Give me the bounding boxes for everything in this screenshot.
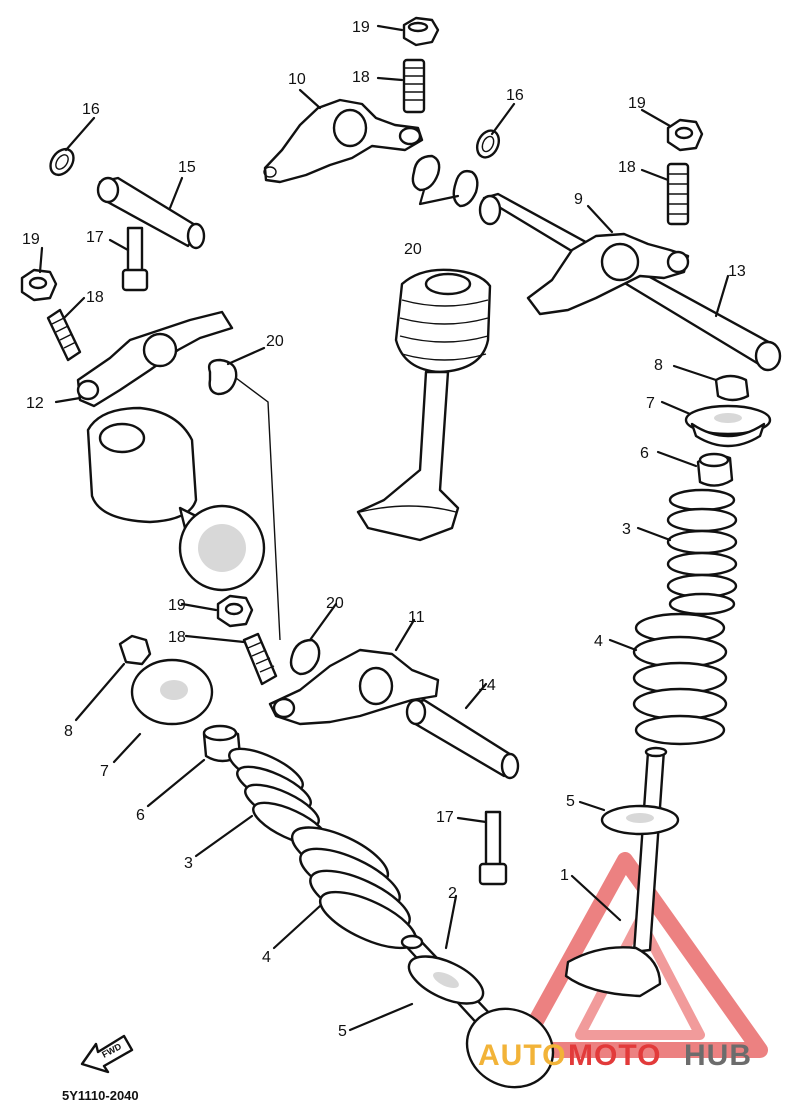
leader-lines bbox=[38, 24, 730, 1032]
spring-3-right bbox=[666, 488, 738, 616]
watermark-word-3: HUB bbox=[684, 1039, 752, 1072]
callout-3-right: 3 bbox=[622, 521, 631, 538]
callout-17-left: 17 bbox=[86, 229, 104, 246]
callout-5-lower: 5 bbox=[338, 1023, 347, 1040]
valve-2-lower bbox=[400, 934, 555, 1089]
callout-13: 13 bbox=[728, 263, 746, 280]
callout-18-right: 18 bbox=[618, 159, 636, 176]
callout-2: 2 bbox=[448, 885, 457, 902]
stud-18-right bbox=[666, 162, 690, 226]
callout-16-left: 16 bbox=[82, 101, 100, 118]
callout-11: 11 bbox=[408, 609, 425, 626]
callout-4-right: 4 bbox=[594, 633, 603, 650]
callout-7-right: 7 bbox=[646, 395, 655, 412]
callout-6-lower: 6 bbox=[136, 807, 145, 824]
callout-16-right: 16 bbox=[506, 87, 524, 104]
callout-20-middle: 20 bbox=[266, 333, 284, 350]
callout-8-right: 8 bbox=[654, 357, 663, 374]
retainer-8-lower bbox=[118, 634, 152, 666]
callout-9: 9 bbox=[574, 191, 583, 208]
callout-8-lower: 8 bbox=[64, 723, 73, 740]
callout-6-right: 6 bbox=[640, 445, 649, 462]
callout-19-left: 19 bbox=[22, 231, 40, 248]
bolt-17-left bbox=[121, 226, 149, 292]
clip-20-middle-left bbox=[207, 358, 238, 396]
seal-6-lower bbox=[202, 724, 242, 763]
callout-19-right: 19 bbox=[628, 95, 646, 112]
callout-1: 1 bbox=[560, 867, 569, 884]
retainer-7-lower bbox=[130, 658, 214, 726]
seal-6-right bbox=[696, 452, 734, 487]
stud-18-left bbox=[46, 308, 82, 362]
rocker-shaft-15 bbox=[96, 176, 206, 250]
guide-line-20 bbox=[235, 377, 281, 641]
spring-4-lower bbox=[290, 826, 418, 950]
callout-12: 12 bbox=[26, 395, 44, 412]
callout-18-top: 18 bbox=[352, 69, 370, 86]
top-nut-19 bbox=[402, 16, 440, 47]
callout-14: 14 bbox=[478, 677, 496, 694]
rocker-arm-12 bbox=[76, 310, 234, 408]
nut-19-left bbox=[20, 268, 58, 302]
callout-10: 10 bbox=[288, 71, 306, 88]
watermark-word-1: AUTO bbox=[478, 1039, 566, 1072]
nut-19-right bbox=[666, 118, 704, 152]
valve-head-left bbox=[86, 406, 266, 592]
callout-19-lower: 19 bbox=[168, 597, 186, 614]
callout-17-lower: 17 bbox=[436, 809, 454, 826]
callout-19-top: 19 bbox=[352, 19, 370, 36]
watermark-triangle-outer bbox=[512, 852, 768, 1058]
callout-15: 15 bbox=[178, 159, 196, 176]
oil-seal-16-right bbox=[475, 129, 501, 159]
rocker-shaft-14 bbox=[405, 698, 520, 780]
bolt-17-lower bbox=[478, 810, 508, 886]
diagram-code: 5Y1110-2040 bbox=[62, 1088, 139, 1103]
center-valve bbox=[356, 268, 492, 542]
callout-20-top: 20 bbox=[404, 241, 422, 258]
callout-4-lower: 4 bbox=[262, 949, 271, 966]
callout-18-left: 18 bbox=[86, 289, 104, 306]
clips-20-top bbox=[411, 154, 479, 208]
callout-20-lower: 20 bbox=[326, 595, 344, 612]
callout-18-lower: 18 bbox=[168, 629, 186, 646]
callout-7-lower: 7 bbox=[100, 763, 109, 780]
spring-4-right bbox=[632, 612, 728, 746]
watermark-text: AUTO MOTO HUB bbox=[478, 1039, 752, 1072]
retainer-8-right bbox=[714, 374, 750, 402]
top-stud-18 bbox=[402, 58, 426, 114]
rocker-arm-11 bbox=[268, 648, 440, 726]
nut-19-lower bbox=[216, 594, 254, 628]
watermark-word-2: MOTO bbox=[568, 1039, 661, 1072]
valve-1-right bbox=[564, 746, 680, 998]
rocker-arm-9 bbox=[526, 232, 690, 316]
callout-5-right: 5 bbox=[566, 793, 575, 810]
oil-seal-16-left bbox=[49, 147, 75, 177]
forward-arrow-icon: FWD bbox=[80, 1034, 134, 1074]
clip-20-lower bbox=[289, 638, 321, 676]
rocker-arm-10 bbox=[263, 98, 424, 184]
callout-3-lower: 3 bbox=[184, 855, 193, 872]
stud-18-lower bbox=[242, 632, 278, 686]
callout-labels: 19 18 10 16 15 17 19 18 12 20 20 16 9 19… bbox=[22, 19, 746, 1040]
retainer-7-right bbox=[684, 404, 772, 448]
